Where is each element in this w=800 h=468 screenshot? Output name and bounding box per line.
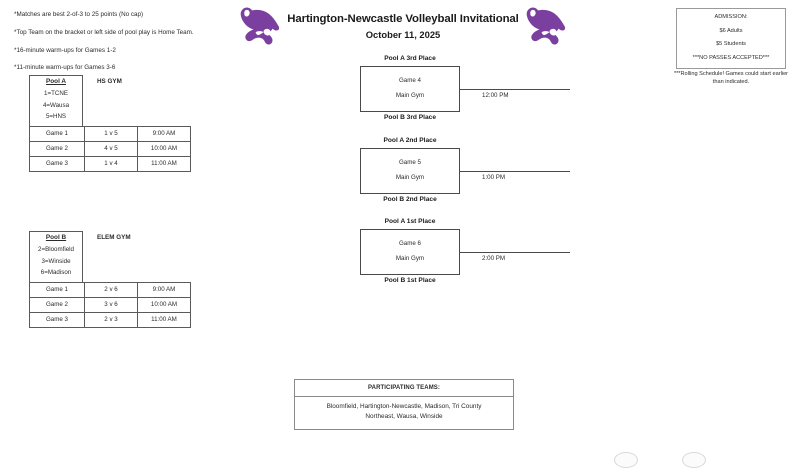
bracket-game-4: Pool A 3rd Place Game 4 Main Gym Pool B …	[360, 55, 570, 121]
game-label: Game 2	[29, 140, 85, 157]
page-control-button[interactable]	[682, 452, 706, 468]
pool-b-team-list: Pool B 2=Bloomfield 3=Winside 6=Madison	[29, 231, 83, 282]
table-row: Game 3 1 v 4 11:00 AM	[29, 155, 191, 172]
bracket-bottom-seed: Pool B 2nd Place	[383, 195, 437, 203]
pool-a-team: 5=HNS	[45, 113, 67, 121]
pool-b-gym-label: ELEM GYM	[97, 234, 131, 241]
admission-heading: ADMISSION:	[714, 14, 748, 20]
bracket-game-6: Pool A 1st Place Game 6 Main Gym Pool B …	[360, 218, 570, 284]
game-time: 9:00 AM	[137, 125, 191, 142]
bracket-game-5: Pool A 2nd Place Game 5 Main Gym Pool B …	[360, 137, 570, 203]
pool-a-team: 4=Wausa	[42, 101, 70, 109]
tournament-notes: *Matches are best 2-of-3 to 25 points (N…	[14, 11, 244, 83]
pool-b-section: Pool B 2=Bloomfield 3=Winside 6=Madison …	[29, 231, 191, 328]
pool-b-games-table: Game 1 2 v 6 9:00 AM Game 2 3 v 6 10:00 …	[29, 281, 191, 328]
pool-a-title: Pool A	[46, 78, 66, 85]
game-matchup: 3 v 6	[84, 296, 138, 313]
game-time: 11:00 AM	[137, 155, 191, 172]
table-row: Game 2 4 v 5 10:00 AM	[29, 140, 191, 157]
game-time: 9:00 AM	[137, 281, 191, 298]
game-matchup: 1 v 5	[84, 125, 138, 142]
bracket-game-label: Game 6	[398, 239, 421, 247]
admission-students-price: $5 Students	[716, 41, 746, 48]
page-title: Hartington-Newcastle Volleyball Invitati…	[287, 13, 519, 26]
pool-b-team: 3=Winside	[41, 257, 71, 265]
bracket-game-label: Game 4	[398, 76, 421, 84]
table-row: Game 1 1 v 5 9:00 AM	[29, 125, 191, 142]
page-controls	[614, 452, 706, 468]
bracket-game-time: 2:00 PM	[482, 255, 506, 262]
pool-b-title: Pool B	[45, 234, 67, 241]
note-line: *11-minute warm-ups for Games 3-6	[14, 64, 116, 72]
admission-box: ADMISSION: $6 Adults $5 Students ***NO P…	[676, 8, 786, 70]
pool-a-games-table: Game 1 1 v 5 9:00 AM Game 2 4 v 5 10:00 …	[29, 125, 191, 172]
bracket-game-label: Game 5	[398, 158, 421, 166]
bracket-top-seed: Pool A 1st Place	[384, 218, 436, 225]
game-matchup: 4 v 5	[84, 140, 138, 157]
table-row: Game 1 2 v 6 9:00 AM	[29, 281, 191, 298]
game-time: 11:00 AM	[137, 311, 191, 328]
table-row: Game 2 3 v 6 10:00 AM	[29, 296, 191, 313]
game-time: 10:00 AM	[137, 140, 191, 157]
pool-a-team-list: Pool A 1=TCNE 4=Wausa 5=HNS	[29, 75, 83, 126]
bracket-location: Main Gym	[395, 174, 425, 182]
note-line: *16-minute warm-ups for Games 1-2	[14, 46, 116, 54]
bracket-bottom-seed: Pool B 1st Place	[384, 276, 436, 284]
game-label: Game 1	[29, 281, 85, 298]
bracket-box: Game 6 Main Gym	[360, 228, 460, 275]
game-label: Game 3	[29, 311, 85, 328]
note-line: *Matches are best 2-of-3 to 25 points (N…	[14, 11, 144, 18]
bracket-connector-line	[460, 171, 570, 172]
bracket-top-seed: Pool A 3rd Place	[384, 55, 436, 62]
game-matchup: 2 v 6	[84, 281, 138, 298]
bracket-game-time: 12:00 PM	[482, 92, 509, 99]
table-row: Game 3 2 v 3 11:00 AM	[29, 311, 191, 328]
pool-a-section: Pool A 1=TCNE 4=Wausa 5=HNS HS GYM Game …	[29, 75, 191, 172]
participating-teams-box: PARTICIPATING TEAMS: Bloomfield, Harting…	[294, 379, 514, 430]
bracket-location: Main Gym	[395, 92, 425, 100]
bracket-connector-line	[460, 89, 570, 90]
participating-teams-line: Northeast, Wausa, Winside	[365, 412, 443, 420]
note-line: *Top Team on the bracket or left side of…	[14, 28, 194, 36]
pool-b-team: 2=Bloomfield	[38, 245, 74, 253]
page-date: October 11, 2025	[365, 28, 441, 40]
game-matchup: 1 v 4	[84, 155, 138, 172]
pool-a-gym-label: HS GYM	[97, 78, 122, 85]
game-label: Game 2	[29, 296, 85, 313]
bracket-box: Game 5 Main Gym	[360, 147, 460, 194]
document-header: Hartington-Newcastle Volleyball Invitati…	[238, 6, 568, 46]
rolling-schedule-note: ***Rolling Schedule! Games could start e…	[673, 71, 789, 86]
header-title-block: Hartington-Newcastle Volleyball Invitati…	[282, 12, 524, 39]
game-label: Game 3	[29, 155, 85, 172]
participating-teams-title: PARTICIPATING TEAMS:	[295, 380, 513, 397]
admission-adults-price: $6 Adults	[719, 27, 743, 34]
participating-teams-line: Bloomfield, Hartington-Newcastle, Madiso…	[326, 403, 482, 410]
pool-a-team: 1=TCNE	[44, 89, 68, 97]
bracket-location: Main Gym	[395, 255, 425, 263]
pool-a-header: Pool A 1=TCNE 4=Wausa 5=HNS HS GYM	[29, 75, 191, 126]
wildcat-logo-icon	[238, 6, 282, 46]
participating-teams-list: Bloomfield, Hartington-Newcastle, Madiso…	[295, 397, 513, 429]
pool-b-header: Pool B 2=Bloomfield 3=Winside 6=Madison …	[29, 231, 191, 282]
bracket-top-seed: Pool A 2nd Place	[383, 137, 437, 144]
bracket-connector-line	[460, 252, 570, 253]
page-control-button[interactable]	[614, 452, 638, 468]
wildcat-logo-icon	[524, 6, 568, 46]
pool-b-team: 6=Madison	[40, 269, 72, 277]
bracket-box: Game 4 Main Gym	[360, 65, 460, 112]
game-matchup: 2 v 3	[84, 311, 138, 328]
bracket-game-time: 1:00 PM	[482, 174, 506, 181]
admission-no-passes-note: ***NO PASSES ACCEPTED***	[692, 54, 770, 61]
bracket-bottom-seed: Pool B 3rd Place	[383, 113, 437, 121]
game-label: Game 1	[29, 125, 85, 142]
game-time: 10:00 AM	[137, 296, 191, 313]
